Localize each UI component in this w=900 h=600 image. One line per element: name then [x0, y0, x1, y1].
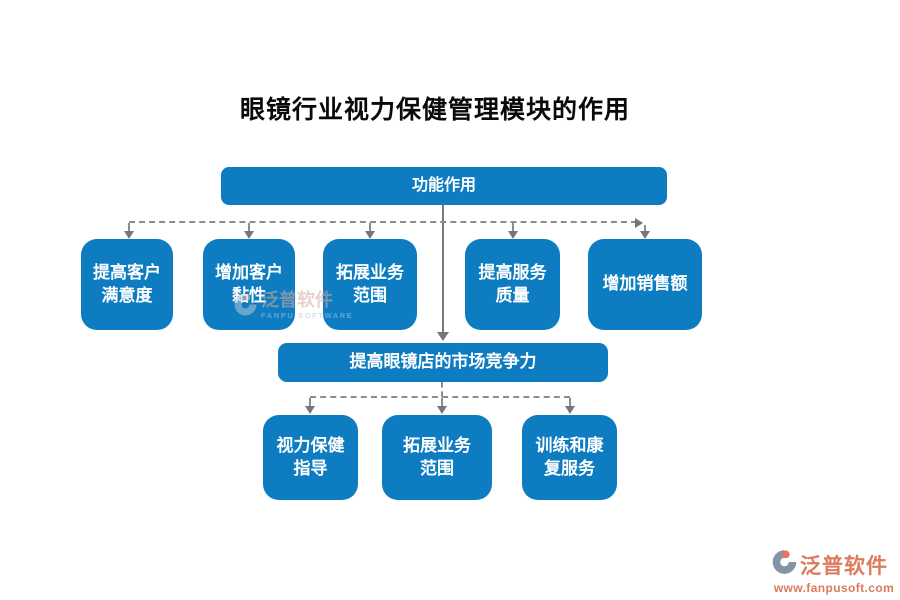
- diagram-title: 眼镜行业视力保健管理模块的作用: [239, 96, 630, 124]
- connector-sdrop-2: [441, 398, 443, 406]
- connector-trunk-line: [442, 205, 444, 333]
- drop-arrowhead-2-icon: [244, 231, 254, 239]
- node-business-scope: 拓展业务 范围: [323, 239, 417, 330]
- node-training-rehab-service: 训练和康 复服务: [522, 415, 617, 500]
- connector-drop-4: [512, 223, 514, 231]
- node-service-quality-label: 提高服务 质量: [478, 262, 547, 305]
- connector-outcome-stem: [441, 382, 443, 397]
- connector-drop-2: [248, 223, 250, 231]
- node-training-rehab-service-label: 训练和康 复服务: [535, 435, 604, 478]
- drop-arrowhead-4-icon: [508, 231, 518, 239]
- connector-sdrop-1: [309, 398, 311, 406]
- trunk-arrowhead-icon: [437, 332, 449, 341]
- drop-arrowhead-1-icon: [124, 231, 134, 239]
- connector-benefits-rail: [129, 221, 637, 223]
- node-vision-care-guidance-label: 视力保健 指导: [276, 435, 345, 478]
- fanpu-footer-logo: 泛普软件 www.fanpusoft.com: [771, 548, 897, 595]
- drop-arrowhead-3-icon: [365, 231, 375, 239]
- node-sales-increase: 增加销售额: [588, 239, 702, 330]
- footer-brand-text: 泛普软件: [800, 554, 888, 578]
- node-business-scope-expansion-label: 拓展业务 范围: [403, 435, 471, 478]
- sdrop-arrowhead-3-icon: [565, 406, 575, 414]
- connector-drop-5: [644, 225, 646, 232]
- connector-drop-3: [369, 223, 371, 231]
- node-market-competitiveness: 提高眼镜店的市场竞争力: [278, 343, 608, 382]
- node-customer-satisfaction-label: 提高客户 满意度: [93, 262, 161, 305]
- node-customer-stickiness: 增加客户 黏性: [203, 239, 295, 330]
- footer-url-text: www.fanpusoft.com: [773, 581, 895, 595]
- node-customer-satisfaction: 提高客户 满意度: [81, 239, 173, 330]
- node-vision-care-guidance: 视力保健 指导: [263, 415, 358, 500]
- node-customer-stickiness-label: 增加客户 黏性: [215, 262, 283, 305]
- rail-end-arrowhead-icon: [635, 218, 643, 228]
- connector-sdrop-3: [569, 398, 571, 406]
- node-function-role-label: 功能作用: [411, 177, 476, 195]
- sdrop-arrowhead-2-icon: [437, 406, 447, 414]
- node-sales-increase-label: 增加销售额: [602, 274, 688, 294]
- sdrop-arrowhead-1-icon: [305, 406, 315, 414]
- node-market-competitiveness-label: 提高眼镜店的市场竞争力: [349, 352, 537, 372]
- node-function-role: 功能作用: [221, 167, 667, 205]
- node-business-scope-expansion: 拓展业务 范围: [382, 415, 492, 500]
- node-business-scope-label: 拓展业务 范围: [336, 262, 404, 305]
- node-service-quality: 提高服务 质量: [465, 239, 560, 330]
- fanpu-logo-icon: [771, 548, 798, 581]
- connector-drop-1: [128, 223, 130, 231]
- connector-services-rail: [310, 396, 570, 398]
- drop-arrowhead-5-icon: [640, 231, 650, 239]
